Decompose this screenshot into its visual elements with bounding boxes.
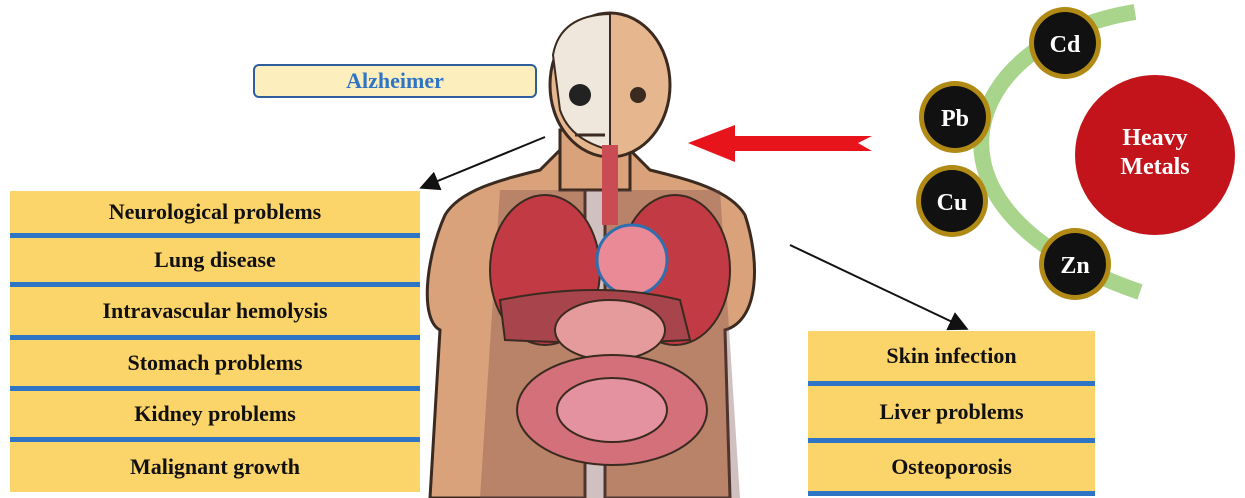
svg-text:Pb: Pb: [941, 106, 969, 132]
alzheimer-label: Alzheimer: [253, 64, 537, 98]
effect-item: Osteoporosis: [808, 443, 1095, 491]
effect-item: Neurological problems: [10, 191, 420, 233]
red-arrow-icon: [688, 125, 872, 162]
metal-node-pb: Pb: [919, 81, 991, 153]
effect-item: Malignant growth: [10, 442, 420, 492]
effect-item: Liver problems: [808, 386, 1095, 438]
effect-item: Stomach problems: [10, 340, 420, 386]
metal-node-cd: Cd: [1029, 7, 1101, 79]
separator: [808, 491, 1095, 496]
effect-item: Kidney problems: [10, 391, 420, 437]
effect-item: Skin infection: [808, 331, 1095, 381]
effect-item: Intravascular hemolysis: [10, 287, 420, 335]
svg-text:Cd: Cd: [1050, 32, 1081, 58]
svg-text:Cu: Cu: [937, 190, 968, 216]
heavy-metals-line2: Metals: [1120, 154, 1189, 180]
svg-text:Zn: Zn: [1060, 253, 1089, 279]
heavy-metals-line1: Heavy: [1122, 125, 1187, 151]
arrow-to-right-list: [790, 245, 965, 328]
metal-node-cu: Cu: [916, 165, 988, 237]
metal-node-zn: Zn: [1039, 228, 1111, 300]
effect-item: Lung disease: [10, 238, 420, 282]
